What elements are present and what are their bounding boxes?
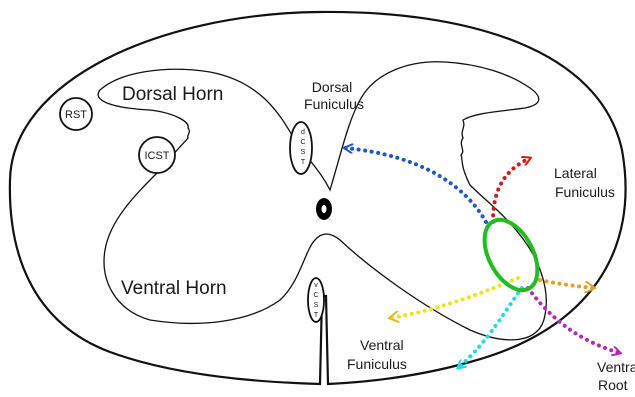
ventral-horn-label: Ventral Horn	[121, 278, 227, 299]
ventral-funiculus-label: Funiculus	[347, 356, 407, 372]
dcst-letter: d	[301, 129, 305, 136]
vcst-letter: T	[314, 312, 319, 319]
ventral-root-label: Ventral	[597, 359, 635, 375]
dorsal-horn-label: Dorsal Horn	[122, 84, 223, 105]
spinal-cord-outline	[10, 12, 626, 384]
ventral-funiculus-orange-arrow	[540, 280, 594, 288]
vcst-letter: C	[313, 292, 318, 299]
ventral-root-arrow	[528, 288, 620, 353]
icst-label: ICST	[144, 150, 169, 162]
ventral-funiculus-yellow-arrow	[390, 278, 518, 318]
ventral-funiculus-label: Ventral	[360, 337, 404, 353]
dcst-letter: T	[301, 159, 306, 166]
dorsal-funiculus-label: Funiculus	[304, 96, 364, 112]
ventral-root-label: Root	[598, 377, 628, 393]
rst-label: RST	[65, 109, 87, 121]
dorsal-funiculus-arrow	[345, 148, 486, 222]
lateral-funiculus-label: Lateral	[554, 165, 597, 181]
dcst-letter: C	[300, 139, 305, 146]
dorsal-funiculus-label: Dorsal	[312, 79, 352, 95]
lesion-ring	[474, 211, 549, 299]
lateral-funiculus-label: Funiculus	[555, 184, 615, 200]
vcst-letter: S	[314, 302, 319, 309]
vcst-letter: v	[314, 282, 318, 289]
dcst-letter: S	[301, 149, 306, 156]
